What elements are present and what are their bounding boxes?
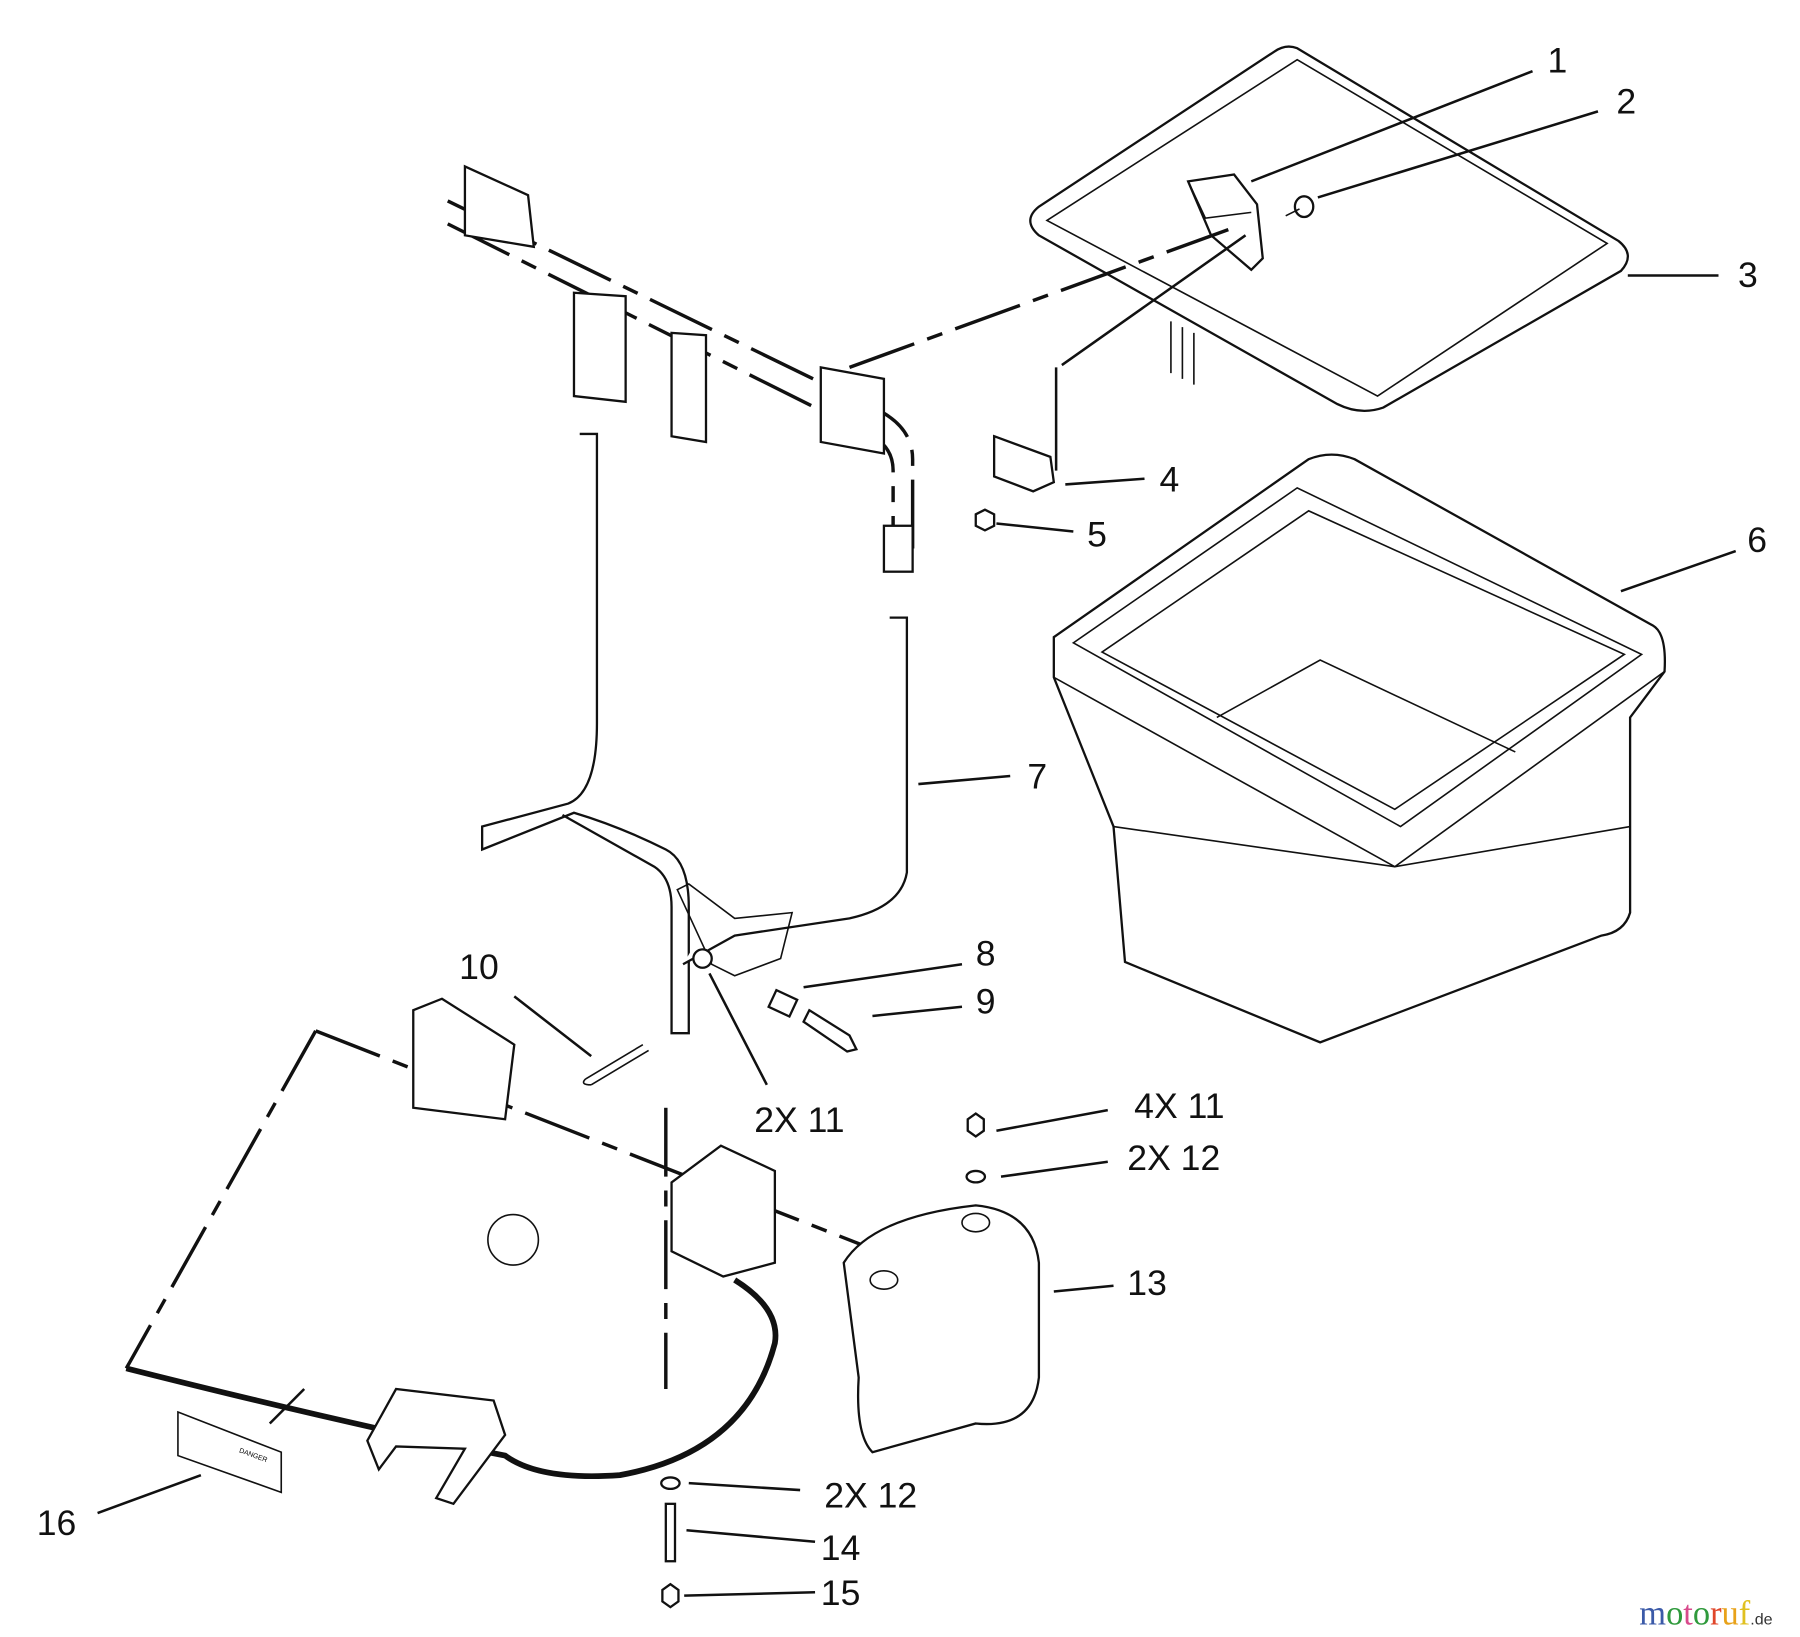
callout-2x12-bottom: 2X 12	[824, 1475, 917, 1515]
handle-upper-part	[446, 164, 915, 573]
weight-part-13	[842, 1204, 1041, 1454]
callout-7: 7	[1027, 757, 1047, 797]
wire-frame-part-3	[1029, 45, 1629, 412]
pin-part-10	[582, 1043, 650, 1086]
leader-lines	[97, 70, 1737, 1597]
svg-text:motoruf.de: motoruf.de	[1639, 1594, 1772, 1632]
callout-5: 5	[1087, 514, 1107, 554]
hardware-stack	[660, 1112, 987, 1609]
bracket-part-4	[992, 434, 1056, 493]
callout-4: 4	[1159, 459, 1179, 499]
callout-4x11: 4X 11	[1134, 1086, 1224, 1126]
motoruf-watermark-logo: motoruf.de	[1639, 1594, 1772, 1632]
handle-lower-part-7	[480, 432, 909, 1035]
callout-13: 13	[1127, 1263, 1167, 1303]
callout-3: 3	[1738, 255, 1758, 295]
callout-14: 14	[821, 1528, 861, 1568]
callout-15: 15	[821, 1573, 861, 1613]
nut-part-5	[974, 508, 996, 532]
callout-2x12-top: 2X 12	[1127, 1138, 1220, 1178]
callout-2x11: 2X 11	[754, 1100, 844, 1140]
callout-16: 16	[37, 1503, 77, 1543]
decal-text: DANGER	[238, 1447, 268, 1464]
callout-labels: 1 2 3 4 5 6 7 8 9 10 2X 11 4X 11 2X 12 1…	[37, 40, 1767, 1613]
bolt-part-9	[802, 1008, 859, 1053]
callout-6: 6	[1747, 520, 1767, 560]
callout-2: 2	[1616, 82, 1636, 122]
bolt-part-2	[1285, 195, 1315, 219]
callout-1: 1	[1547, 40, 1567, 80]
callout-9: 9	[976, 982, 996, 1022]
callout-8: 8	[976, 933, 996, 973]
grass-bag-part-6	[1052, 453, 1667, 1044]
decal-part-16: DANGER	[177, 1410, 283, 1494]
deck-plate	[124, 997, 874, 1506]
nut-part-11	[692, 948, 713, 969]
callout-10: 10	[459, 947, 499, 987]
spacer-part-8	[767, 988, 799, 1019]
